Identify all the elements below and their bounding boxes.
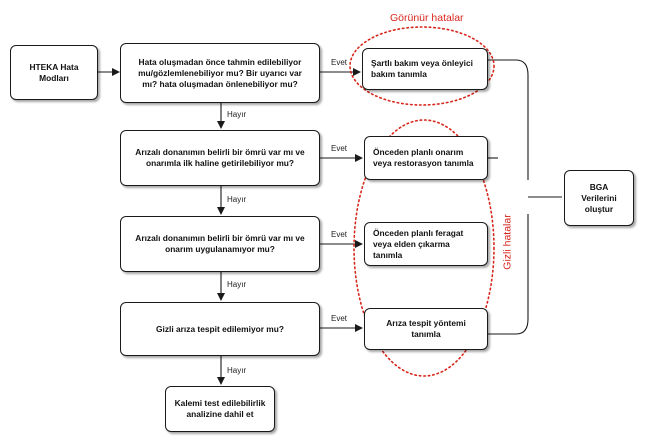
question-4-label: Gizli arıza tespit edilemiyor mu?: [156, 323, 284, 334]
bga-node: BGA Verilerini oluştur: [564, 170, 634, 226]
action-3-label: Önceden planlı feragat veya elden çıkarm…: [373, 227, 464, 260]
edge-label-yes-4: Evet: [331, 314, 348, 323]
bracket-bottom: [488, 214, 529, 335]
visible-errors-title: Görünür hatalar: [390, 12, 464, 24]
edge-label-no-4: Hayır: [227, 366, 247, 375]
question-3-node: Arızalı donanımın belirli bir ömrü var m…: [120, 216, 320, 272]
action-2-node: Önceden planlı onarım veya restorasyon t…: [364, 136, 488, 180]
question-2-label: Arızalı donanımın belirli bir ömrü var m…: [135, 147, 305, 168]
edge-label-no-2: Hayır: [227, 195, 247, 204]
question-2-node: Arızalı donanımın belirli bir ömrü var m…: [120, 130, 320, 186]
action-3-node: Önceden planlı feragat veya elden çıkarm…: [364, 222, 488, 266]
end-node: Kalemi test edilebilirlik analizine dahi…: [165, 386, 275, 432]
question-3-label: Arızalı donanımın belirli bir ömrü var m…: [135, 233, 305, 254]
bga-node-label: BGA Verilerini oluştur: [581, 181, 617, 214]
edge-label-yes-2: Evet: [331, 144, 348, 153]
question-4-node: Gizli arıza tespit edilemiyor mu?: [120, 302, 320, 356]
visible-errors-ellipse: [349, 26, 495, 106]
edge-label-yes-1: Evet: [331, 58, 348, 67]
question-1-node: Hata oluşmadan önce tahmin edilebiliyor …: [120, 43, 320, 103]
start-node-label: HTEKA Hata Modları: [29, 61, 79, 83]
action-2-label: Önceden planlı onarım veya restorasyon t…: [373, 147, 474, 168]
action-4-node: Arıza tespit yöntemi tanımla: [364, 308, 488, 350]
end-node-label: Kalemi test edilebilirlik analizine dahi…: [174, 398, 266, 419]
action-4-label: Arıza tespit yöntemi tanımla: [386, 318, 466, 339]
bracket-top: [488, 59, 529, 180]
hidden-errors-ellipse: [353, 119, 495, 377]
start-node: HTEKA Hata Modları: [10, 45, 98, 100]
edge-label-no-3: Hayır: [227, 280, 247, 289]
question-1-label: Hata oluşmadan önce tahmin edilebiliyor …: [138, 56, 302, 89]
action-1-node: Şartlı bakım veya önleyici bakım tanımla: [362, 48, 488, 90]
action-1-label: Şartlı bakım veya önleyici bakım tanımla: [371, 58, 473, 79]
edge-label-yes-3: Evet: [331, 230, 348, 239]
hidden-errors-title: Gizli hatalar: [501, 214, 514, 270]
edge-label-no-1: Hayır: [227, 110, 247, 119]
